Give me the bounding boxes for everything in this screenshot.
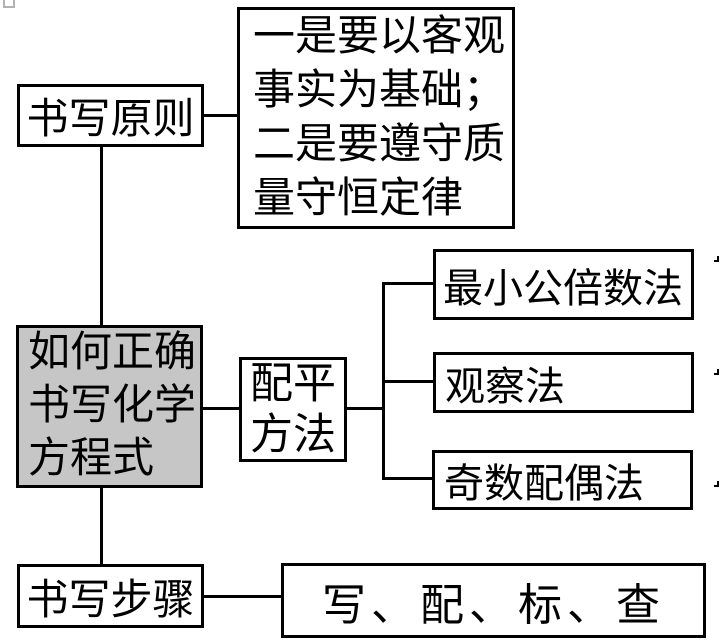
edge-corner-mark (714, 256, 719, 262)
connector-main-to-balance (203, 407, 239, 410)
connector-branch-method-3 (385, 477, 432, 480)
node-writing-principles-label: 书写原则 (26, 97, 195, 143)
main-topic-line-1: 如何正确 (28, 330, 197, 376)
principles-detail-line-2: 事实为基础； (253, 68, 506, 114)
edge-corner-mark (714, 481, 719, 487)
balancing-methods-line-1: 配平 (250, 360, 336, 408)
connector-main-to-steps (100, 488, 103, 565)
node-balancing-methods: 配平 方法 (239, 357, 347, 462)
connector-principle-to-main (100, 147, 103, 325)
connector-balance-to-trunk (347, 407, 385, 410)
node-writing-principles: 书写原则 (17, 84, 204, 147)
node-steps-detail: 写、配、标、查 (281, 563, 706, 638)
connector-principle-to-detail (204, 114, 237, 117)
node-method-observation: 观察法 (433, 352, 694, 413)
corner-artifact-square (3, 0, 15, 8)
principles-detail-line-1: 一是要以客观 (253, 14, 506, 60)
connector-methods-trunk (382, 282, 385, 480)
connector-branch-method-2 (385, 380, 433, 383)
method-observation-label: 观察法 (445, 363, 565, 409)
node-writing-steps: 书写步骤 (17, 564, 204, 628)
balancing-methods-line-2: 方法 (250, 411, 336, 459)
node-principles-detail: 一是要以客观 事实为基础； 二是要遵守质 量守恒定律 (237, 7, 515, 229)
steps-detail-label: 写、配、标、查 (322, 580, 665, 630)
main-topic-line-3: 方程式 (28, 436, 155, 482)
method-odd-even-label: 奇数配偶法 (444, 461, 644, 506)
edge-corner-mark (714, 369, 719, 375)
method-lcm-label: 最小公倍数法 (443, 265, 683, 311)
node-writing-steps-label: 书写步骤 (26, 577, 195, 624)
main-topic-line-2: 书写化学 (28, 383, 197, 429)
node-method-odd-even: 奇数配偶法 (432, 450, 693, 510)
principles-detail-line-3: 二是要遵守质 (253, 122, 506, 168)
connector-steps-to-detail (204, 595, 281, 598)
connector-branch-method-1 (385, 282, 433, 285)
node-main-topic: 如何正确 书写化学 方程式 (16, 325, 203, 488)
principles-detail-line-4: 量守恒定律 (253, 176, 464, 222)
node-method-lcm: 最小公倍数法 (433, 249, 694, 320)
